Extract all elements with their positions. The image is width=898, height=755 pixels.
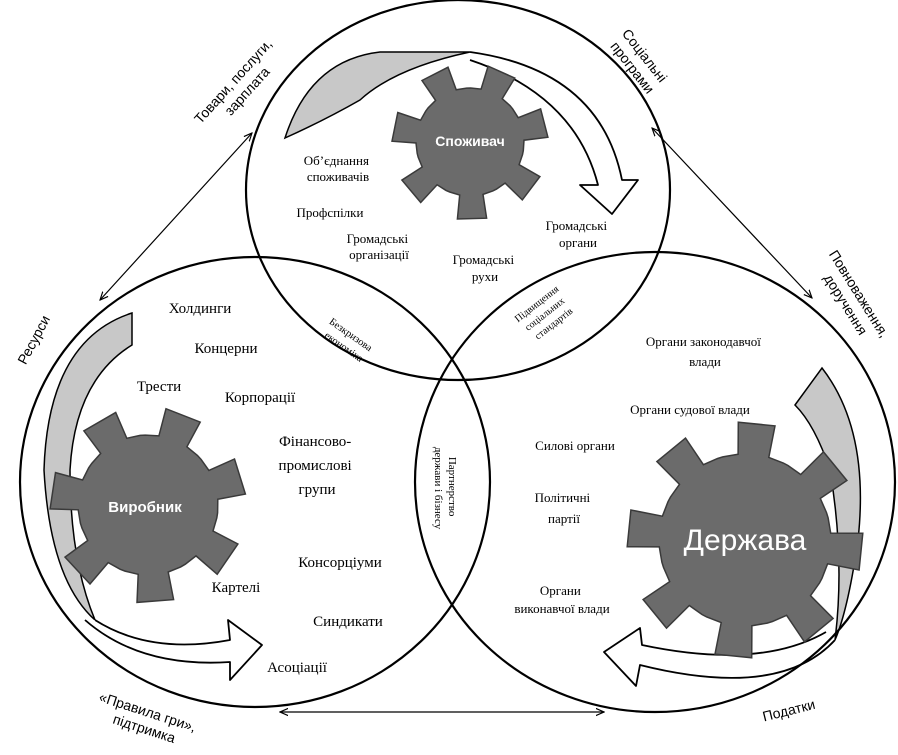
consumer-flow-band [283,51,639,215]
intersection-consumer-state: Підвищення соціальних стандартів [513,282,579,345]
consumer-item-public-orgs: Громадські організації [347,231,412,262]
state-item-security: Силові органи [535,438,615,453]
producer-item-syndicates: Синдикати [313,614,383,630]
producer-item-associations: Асоціації [267,660,328,676]
producer-item-trusts: Трести [137,379,181,395]
state-item-judicial: Органи судової влади [630,402,750,417]
producer-item-consortia: Консорціуми [298,555,381,571]
state-flow-band [603,366,862,687]
state-item-executive: Органи виконавчої влади [514,583,609,616]
consumer-gear-label: Споживач [435,133,504,149]
flow-powers-label: Повноваження, доручення [812,247,895,353]
producer-gear-label: Виробник [108,499,182,516]
intersection-consumer-producer: Безкризова економіка [319,316,376,367]
consumer-item-public-movements: Громадські рухи [453,252,518,284]
state-gear-icon [626,421,864,659]
producer-gear-icon [49,407,247,604]
arrow-powers [652,128,812,298]
intersection-producer-state: Партнерство держави і бізнесу [432,447,458,530]
flow-taxes-label: Податки [761,696,817,724]
consumer-gear-icon [391,65,549,220]
producer-flow-band [43,311,263,681]
arrow-goods [100,133,252,300]
producer-item-cartels: Картелі [212,580,261,596]
consumer-item-union: Об’єднання споживачів [304,153,372,184]
consumer-item-trade-unions: Профспілки [297,205,364,220]
producer-item-concerns: Концерни [194,341,257,357]
producer-item-fig: Фінансово- промислові групи [279,434,356,498]
flow-resources-label: Ресурси [14,313,53,367]
state-gear-label: Держава [684,524,807,557]
state-item-legislative: Органи законодавчої влади [646,334,764,369]
flow-goods-label: Товари, послуги, зарплата [191,33,290,138]
state-item-parties: Політичні партії [535,490,594,526]
producer-circle [18,255,492,709]
producer-item-holdings: Холдинги [169,301,232,317]
consumer-item-public-bodies: Громадські органи [546,218,611,250]
producer-item-corporations: Корпорації [225,390,296,406]
